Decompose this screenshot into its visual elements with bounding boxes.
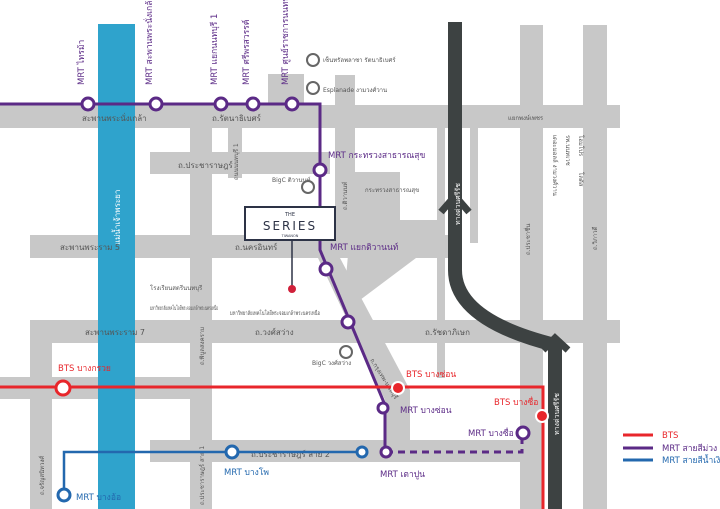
label-bang-kruai: BTS บางกรวย xyxy=(58,364,111,374)
road-label-nonthaburi1: ถนนนนทบุรี 1 xyxy=(232,143,240,180)
poi-list: เดอะมอลล์ งามวงศ์วาน รพ.นนทเวช โฮมโปร โล… xyxy=(551,135,585,196)
road-nonthaburi1 xyxy=(228,128,242,178)
logo-the: THE xyxy=(284,212,295,218)
label-tiwanon: MRT แยกติวานนท์ xyxy=(330,242,399,253)
mrt-blue-stations xyxy=(56,444,369,503)
place-bigc-tiwanon: BigC ติวานนท์ xyxy=(272,176,311,184)
poi-homepro: โฮมโปร xyxy=(577,135,585,157)
ministry-block xyxy=(345,172,440,300)
road-label-rama5-top: สะพานพระนั่งเกล้า xyxy=(82,112,147,123)
station-tiwanon[interactable] xyxy=(318,261,334,277)
station-ministry[interactable] xyxy=(312,162,328,178)
road-rama7 xyxy=(30,320,620,343)
label-bts-bang-son: BTS บางซ่อน xyxy=(406,370,456,380)
place-bigc-wongsawang: BigC วงศ์สว่าง xyxy=(312,359,351,367)
label-ministry: MRT กระทรวงสาธารณสุข xyxy=(328,151,425,161)
station-bang-o[interactable] xyxy=(56,487,72,503)
logo-name: SERIES xyxy=(263,219,317,233)
road-tiwanon xyxy=(335,75,355,235)
legend-label-bts: BTS xyxy=(662,431,678,441)
mrt-blue-line xyxy=(62,450,362,495)
road-side xyxy=(437,128,445,378)
road-label-wongsawang: ถ.วงศ์สว่าง xyxy=(255,327,294,337)
label-tao-poon: MRT เตาปูน xyxy=(380,470,425,480)
station-tao-poon-blue[interactable] xyxy=(355,445,369,459)
mrt-purple-line xyxy=(0,102,387,452)
road-label-prachachuen: ถ.ประชาชื่น xyxy=(524,224,532,255)
label-bts-bang-sue: BTS บางซื่อ xyxy=(494,396,538,408)
road-label-khae-pong: แยกพงษ์เพชร xyxy=(508,114,544,122)
station-bang-kruai[interactable] xyxy=(54,379,72,397)
station-phra-nang-klao[interactable] xyxy=(148,96,164,112)
expressway-label-2: ทางด่วนศรีรัช xyxy=(553,393,561,435)
place-univ2: มหาวิทยาลัยเทคโนโลยีพระจอมเกล้าพระนครเหน… xyxy=(230,309,320,317)
label-bang-o: MRT บางอ้อ xyxy=(76,492,121,503)
label-nonthaburi1: MRT แยกนนทบุรี 1 xyxy=(209,14,220,85)
place-esplanade: Esplanade งามวงศ์วาน xyxy=(323,86,387,94)
label-sai-ma: MRT ไทรม้า xyxy=(76,40,87,85)
mall-pin-icon xyxy=(306,53,320,67)
road-label-nakhon-in: ถ.นครอินทร์ xyxy=(235,242,278,252)
road-label-pracharat: ถ.ประชาราษฎร์ xyxy=(178,160,233,170)
poi-the-mall: เดอะมอลล์ งามวงศ์วาน xyxy=(551,135,559,196)
label-bang-son: MRT บางซ่อน xyxy=(400,406,452,416)
road-label-rama5: สะพานพระราม 5 xyxy=(60,243,120,252)
mall-pin-icon xyxy=(301,180,315,194)
station-bang-pho[interactable] xyxy=(224,444,240,460)
logo-sub: TIWANON xyxy=(281,234,299,238)
road-phibun xyxy=(190,128,212,509)
road-label-tiwanon: ถ.ติวานนท์ xyxy=(341,182,349,210)
poi-hospital: รพ.นนทเวช xyxy=(564,135,571,166)
place-univ1: มหาวิทยาลัยเทคโนโลยีพระจอมเกล้าพระนครเหน… xyxy=(150,304,218,312)
station-tao-poon[interactable] xyxy=(379,445,393,459)
station-nonthaburi1[interactable] xyxy=(213,96,229,112)
station-government-center[interactable] xyxy=(284,96,300,112)
station-bts-bang-sue[interactable] xyxy=(535,409,549,423)
station-bts-bang-son[interactable] xyxy=(391,381,405,395)
place-central: เซ็นทรัลพลาซา รัตนาธิเบศร์ xyxy=(323,55,396,64)
legend: BTS MRT สายสีม่วง MRT สายสีน้ำเงิน xyxy=(623,431,720,466)
place-school: โรงเรียนสตรีนนทบุรี xyxy=(150,284,203,292)
label-government-center: MRT ศูนย์ราชการนนทบุรี xyxy=(280,0,291,85)
mall-pin-icon xyxy=(306,81,320,95)
legend-label-purple: MRT สายสีม่วง xyxy=(662,443,717,454)
road-label-pracharat2: ถ.ประชาราษฎร์ สาย 2 xyxy=(251,449,330,459)
road-label-charan: ถ.จรัญสนิทวงศ์ xyxy=(38,456,46,495)
road-charan xyxy=(30,320,52,509)
mrt-purple-stations xyxy=(80,96,531,459)
mrt-purple-extension xyxy=(386,440,524,454)
road-label-ratchadaphisek: ถ.รัชดาภิเษก xyxy=(425,328,470,337)
label-si-phonsawan: MRT ศรีพรสวรรค์ xyxy=(241,20,252,85)
road-label-rama7: สะพานพระราม 7 xyxy=(85,328,145,337)
ministry-label: กระทรวงสาธารณสุข xyxy=(365,187,419,194)
station-bang-son[interactable] xyxy=(376,401,390,415)
mall-pin-icon xyxy=(339,345,353,359)
road-label-vibhavadi: ถ.วิภาวดี xyxy=(591,226,599,250)
river xyxy=(98,24,135,509)
road-side2 xyxy=(470,128,478,243)
label-bang-sue-mrt: MRT บางซื่อ xyxy=(468,427,514,439)
label-bang-pho: MRT บางโพ xyxy=(224,467,269,478)
poi-lotus: โลตัส xyxy=(577,172,585,187)
label-phra-nang-klao: MRT สะพานพระนั่งเกล้า xyxy=(143,0,155,85)
station-sai-ma[interactable] xyxy=(80,96,96,112)
road-vibhavadi xyxy=(583,25,607,509)
road-label-phibun: ถ.พิบูลสงคราม xyxy=(199,327,206,365)
bts-line xyxy=(0,385,545,509)
project-location-marker[interactable] xyxy=(288,285,296,293)
station-si-phonsawan[interactable] xyxy=(245,96,261,112)
station-wongsawang[interactable] xyxy=(340,314,356,330)
road-label-rattanathibet: ถ.รัตนาธิเบศร์ xyxy=(212,113,262,123)
project-logo-box xyxy=(244,206,336,241)
expressway xyxy=(448,22,562,509)
river-label: แม่น้ำเจ้าพระยา xyxy=(111,190,122,245)
station-bang-sue-mrt[interactable] xyxy=(515,425,531,441)
expressway-arrow-up xyxy=(438,190,472,215)
legend-label-blue: MRT สายสีน้ำเงิน xyxy=(662,454,720,466)
expressway-label-1: ทางด่วนศรีรัช xyxy=(454,183,462,225)
expressway-arrow-down xyxy=(540,333,571,353)
road-label-pracharat1: ถ.ประชาราษฎร์ สาย 1 xyxy=(198,446,206,505)
